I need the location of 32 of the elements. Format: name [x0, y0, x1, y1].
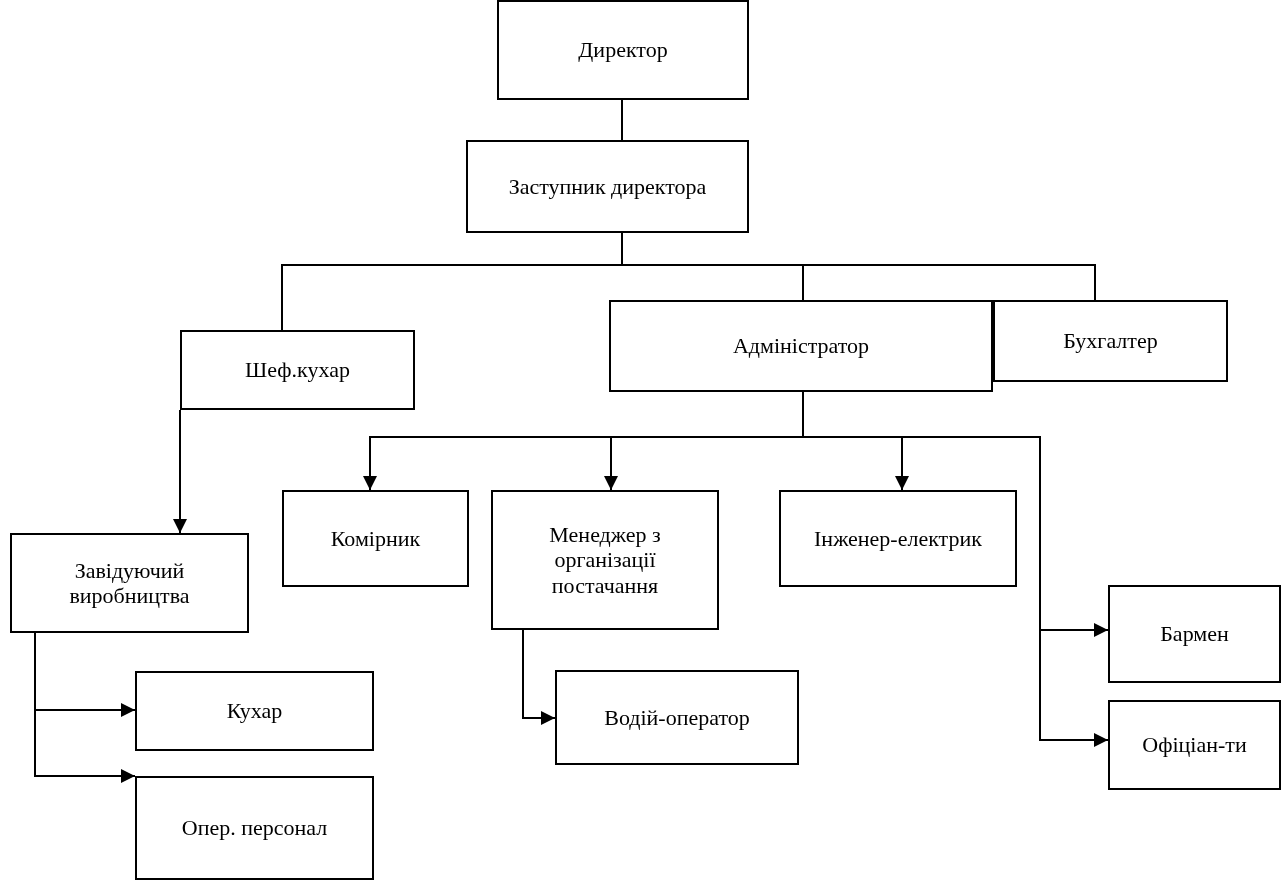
connector-arrow — [173, 409, 187, 534]
org-box — [491, 490, 719, 630]
role-title: Директор — [578, 37, 668, 63]
org-box — [555, 670, 799, 765]
role-title: Завідуючий виробництва — [68, 557, 191, 609]
role-title: Бармен — [1160, 621, 1229, 647]
org-box — [497, 0, 749, 100]
role-title: Бухгалтер — [1063, 328, 1158, 354]
org-box — [1108, 700, 1281, 790]
org-box — [135, 671, 374, 751]
role-title: Кухар — [226, 698, 283, 724]
org-box — [135, 776, 374, 880]
org-box — [779, 490, 1017, 587]
role-title: Офіціан-ти — [1142, 732, 1247, 758]
role-title: Комірник — [330, 525, 421, 552]
connector-arrow — [522, 629, 556, 725]
connector-arrow — [34, 632, 136, 783]
org-box — [609, 300, 993, 392]
org-box — [1108, 585, 1281, 683]
org-box — [282, 490, 469, 587]
org-box — [466, 140, 749, 233]
role-title: Інженер-електрик — [814, 525, 982, 552]
org-box — [180, 330, 415, 410]
role-title: Шеф.кухар — [245, 357, 350, 383]
role-title: Адміністратор — [732, 333, 870, 359]
role-title: Водій-оператор — [604, 704, 750, 731]
role-title: Менеджер з організації постачання — [548, 522, 662, 598]
org-box — [10, 533, 249, 633]
role-title: Заступник директора — [508, 173, 707, 200]
org-box — [993, 300, 1228, 382]
role-title: Опер. персонал — [181, 815, 328, 841]
connector-line — [621, 99, 623, 141]
